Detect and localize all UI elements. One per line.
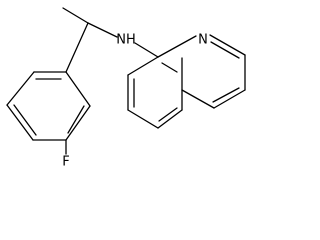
benzo-bond-4: [157, 109, 183, 129]
ch-aryl-bond: [65, 22, 89, 73]
pyr-bond-4: [213, 89, 246, 109]
pyr-bond-1: [157, 35, 197, 58]
benzo-double-1: [161, 62, 178, 73]
phenyl-bond-5: [65, 105, 91, 141]
structure-diagram: NH N F: [6, 7, 246, 170]
phenyl-bond-2: [6, 71, 35, 106]
methyl-bond: [62, 7, 89, 24]
pyr-double-1: [210, 41, 240, 59]
pyr-bond-5: [181, 89, 215, 109]
pyr-double-2: [212, 87, 240, 103]
molecule-drawing: NH N F: [6, 7, 246, 170]
benzo-double-3: [158, 107, 178, 122]
pyr-bond-2: [209, 34, 246, 56]
phenyl-bond-3: [6, 104, 34, 141]
bond-group: [6, 7, 246, 155]
fluorine-label: F: [62, 155, 69, 170]
quinoline-nitrogen-label: N: [198, 33, 208, 48]
phenyl-double-2: [13, 104, 37, 136]
phenyl-double-3: [67, 105, 85, 134]
amine-nitrogen-label: NH: [116, 33, 136, 48]
nh-quinoline-bond: [134, 42, 159, 58]
benzo-bond-1: [127, 56, 159, 76]
ch-nh-bond: [87, 22, 118, 38]
benzo-bond-3: [127, 109, 159, 129]
phenyl-bond-6: [65, 71, 91, 107]
